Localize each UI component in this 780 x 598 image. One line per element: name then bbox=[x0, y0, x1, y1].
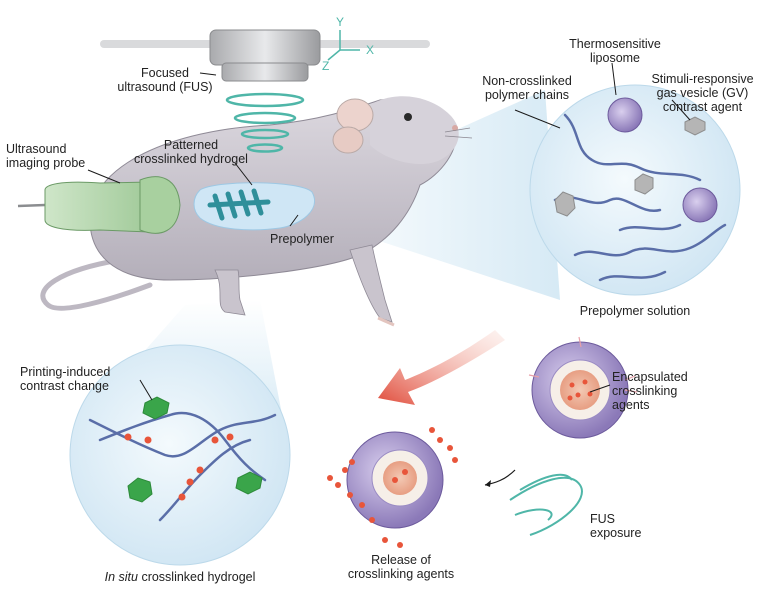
contrast-change-icon bbox=[127, 396, 263, 503]
insitu-label-rest: crosslinked hydrogel bbox=[137, 570, 256, 584]
ultrasound-waves bbox=[225, 92, 305, 153]
release-label-line1: Release of bbox=[371, 553, 431, 567]
encapsulated-label: Encapsulated crosslinking agents bbox=[612, 370, 712, 412]
fus-exposure-line1: FUS bbox=[590, 512, 615, 526]
gv-label-line2: gas vesicle (GV) bbox=[656, 86, 749, 100]
thermo-liposome-label: Thermosensitive liposome bbox=[560, 37, 670, 65]
noncross-label-line2: polymer chains bbox=[484, 88, 570, 102]
encap-label-line2: crosslinking bbox=[612, 384, 678, 398]
fus-exposure-waves bbox=[509, 473, 583, 536]
fus-exposure-line2: exposure bbox=[590, 526, 642, 540]
probe-label: Ultrasound imaging probe bbox=[6, 142, 116, 170]
ultrasound-probe bbox=[17, 176, 181, 234]
fus-label-line1: Focused bbox=[141, 66, 189, 80]
gv-icon bbox=[554, 116, 706, 217]
encap-label-line3: agents bbox=[612, 398, 650, 412]
leader-lines bbox=[87, 62, 691, 401]
contrast-change-label: Printing-induced contrast change bbox=[20, 365, 160, 393]
mouse-tail bbox=[40, 257, 153, 311]
fus-transducer bbox=[100, 29, 430, 82]
insitu-label-italic: In situ bbox=[104, 570, 138, 584]
insitu-zoom bbox=[69, 344, 291, 566]
axis-x-label: X bbox=[366, 43, 374, 57]
prepolymer-solution-label: Prepolymer solution bbox=[579, 304, 691, 318]
axis-z-label: Z bbox=[322, 59, 329, 73]
hydrogel-label-line2: crosslinked hydrogel bbox=[134, 152, 248, 166]
probe-label-line2: imaging probe bbox=[6, 156, 86, 170]
gv-label-line1: Stimuli-responsive bbox=[651, 72, 754, 86]
release-label: Release of crosslinking agents bbox=[336, 553, 466, 581]
crosslink-dots bbox=[124, 433, 234, 501]
encap-label-line1: Encapsulated bbox=[612, 370, 688, 384]
prepolymer-label: Prepolymer bbox=[270, 232, 334, 246]
process-arrow bbox=[378, 330, 505, 405]
contrast-label-line1: Printing-induced bbox=[20, 365, 111, 379]
gv-label: Stimuli-responsive gas vesicle (GV) cont… bbox=[640, 72, 765, 114]
fus-label: Focused ultrasound (FUS) bbox=[110, 66, 220, 94]
non-crosslinked-label: Non-crosslinked polymer chains bbox=[468, 74, 586, 102]
axes-icon bbox=[327, 30, 360, 61]
thermo-label-line1: Thermosensitive bbox=[569, 37, 661, 51]
hydrogel-label: Patterned crosslinked hydrogel bbox=[116, 138, 266, 166]
hydrogel-label-line1: Patterned bbox=[163, 138, 219, 152]
gv-label-line3: contrast agent bbox=[662, 100, 743, 114]
patterned-hydrogel bbox=[207, 188, 271, 221]
release-label-line2: crosslinking agents bbox=[347, 567, 455, 581]
insitu-label: In situ crosslinked hydrogel bbox=[70, 570, 290, 584]
fus-label-line2: ultrasound (FUS) bbox=[117, 80, 213, 94]
zoom-beam-right bbox=[300, 90, 560, 300]
release-liposome bbox=[327, 427, 458, 548]
contrast-label-line2: contrast change bbox=[20, 379, 109, 393]
fus-exposure-label: FUS exposure bbox=[590, 512, 650, 540]
probe-label-line1: Ultrasound bbox=[6, 142, 67, 156]
hydrogel-region bbox=[193, 182, 315, 231]
prepolymer-zoom bbox=[529, 84, 741, 296]
encapsulated-liposome bbox=[528, 336, 638, 439]
axis-y-label: Y bbox=[336, 15, 344, 29]
noncross-label-line1: Non-crosslinked bbox=[482, 74, 572, 88]
thermo-liposome-icon bbox=[607, 97, 718, 223]
thermo-label-line2: liposome bbox=[589, 51, 641, 65]
